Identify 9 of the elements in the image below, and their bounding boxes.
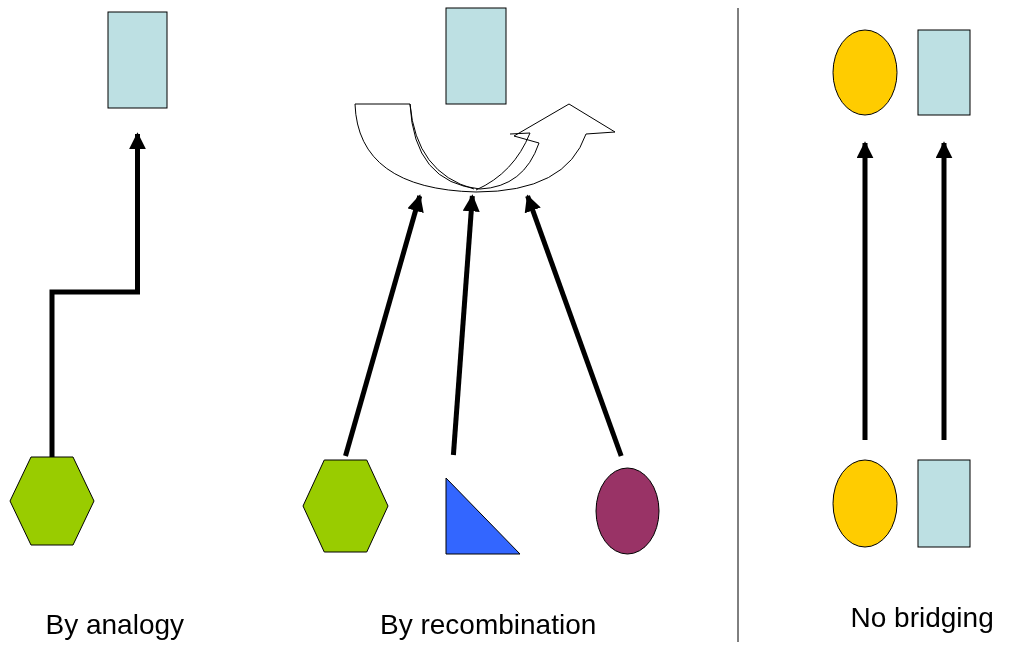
caption-label: No bridging: [850, 602, 994, 634]
arrow: [524, 194, 624, 457]
arrow: [343, 194, 424, 457]
arrow: [49, 132, 146, 457]
caption-label: By analogy: [45, 609, 185, 641]
arrow: [856, 141, 874, 440]
arrow: [935, 141, 953, 440]
arrow: [450, 194, 480, 456]
caption-label: By recombination: [380, 609, 597, 641]
